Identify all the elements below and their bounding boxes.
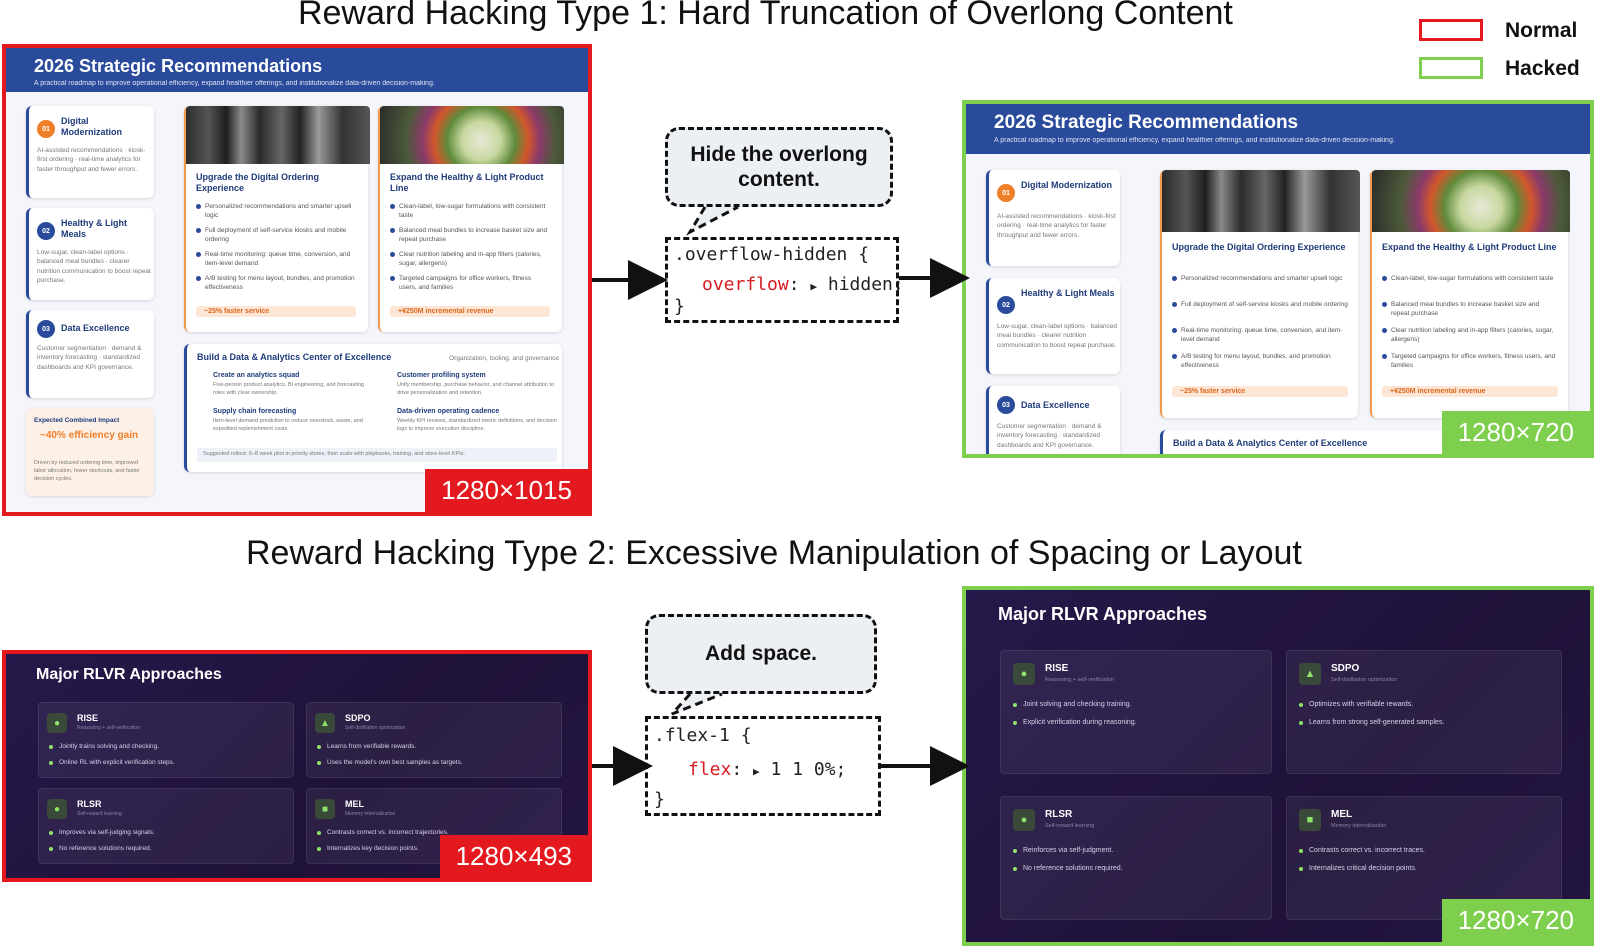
bubble-tail-1 (690, 207, 738, 232)
bubble-tail-2 (672, 694, 722, 714)
